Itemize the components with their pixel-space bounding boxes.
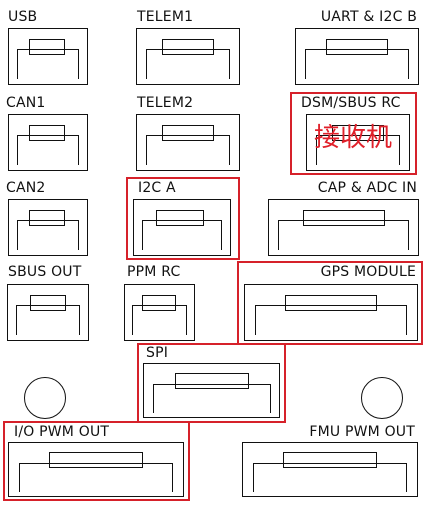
connector-cap-adc-in	[268, 199, 419, 256]
connector-spi	[143, 363, 280, 418]
connector-uart-i2c-b	[295, 28, 419, 85]
label-can1: CAN1	[6, 95, 46, 111]
highlight-i2c-a	[126, 177, 240, 260]
highlight-gps-module	[237, 261, 423, 345]
connector-telem1	[136, 28, 240, 85]
connector-can2	[8, 199, 88, 256]
label-sbus-out: SBUS OUT	[8, 264, 82, 280]
connector-gps-module	[244, 284, 418, 341]
connector-i2c-a	[133, 199, 231, 256]
connector-io-pwm-out	[8, 442, 184, 497]
label-io-pwm-out: I/O PWM OUT	[14, 424, 110, 440]
mounting-hole-right	[361, 377, 403, 419]
connector-telem2	[136, 114, 240, 171]
label-spi: SPI	[146, 345, 169, 361]
connector-sbus-out	[7, 284, 89, 341]
label-ppm-rc: PPM RC	[127, 264, 181, 280]
mounting-hole-left	[24, 377, 66, 419]
receiver-annotation: 接收机	[314, 123, 393, 153]
connector-dsm-sbus-rc	[306, 114, 410, 171]
connector-fmu-pwm-out	[242, 442, 418, 497]
label-telem1: TELEM1	[137, 9, 194, 25]
label-i2c-a: I2C A	[138, 180, 176, 196]
connector-usb	[8, 28, 88, 85]
label-can2: CAN2	[6, 180, 46, 196]
label-gps-module: GPS MODULE	[320, 264, 416, 280]
label-dsm-sbus-rc: DSM/SBUS RC	[301, 95, 401, 111]
label-cap-adc-in: CAP & ADC IN	[317, 180, 417, 196]
highlight-dsm-sbus-rc	[290, 92, 417, 175]
highlight-io-pwm-out	[3, 421, 190, 501]
label-telem2: TELEM2	[137, 95, 194, 111]
label-fmu-pwm-out: FMU PWM OUT	[309, 424, 415, 440]
connector-ppm-rc	[124, 284, 195, 341]
label-uart-i2c-b: UART & I2C B	[320, 9, 417, 25]
label-usb: USB	[8, 9, 38, 25]
highlight-spi	[137, 343, 286, 423]
connector-can1	[8, 114, 88, 171]
